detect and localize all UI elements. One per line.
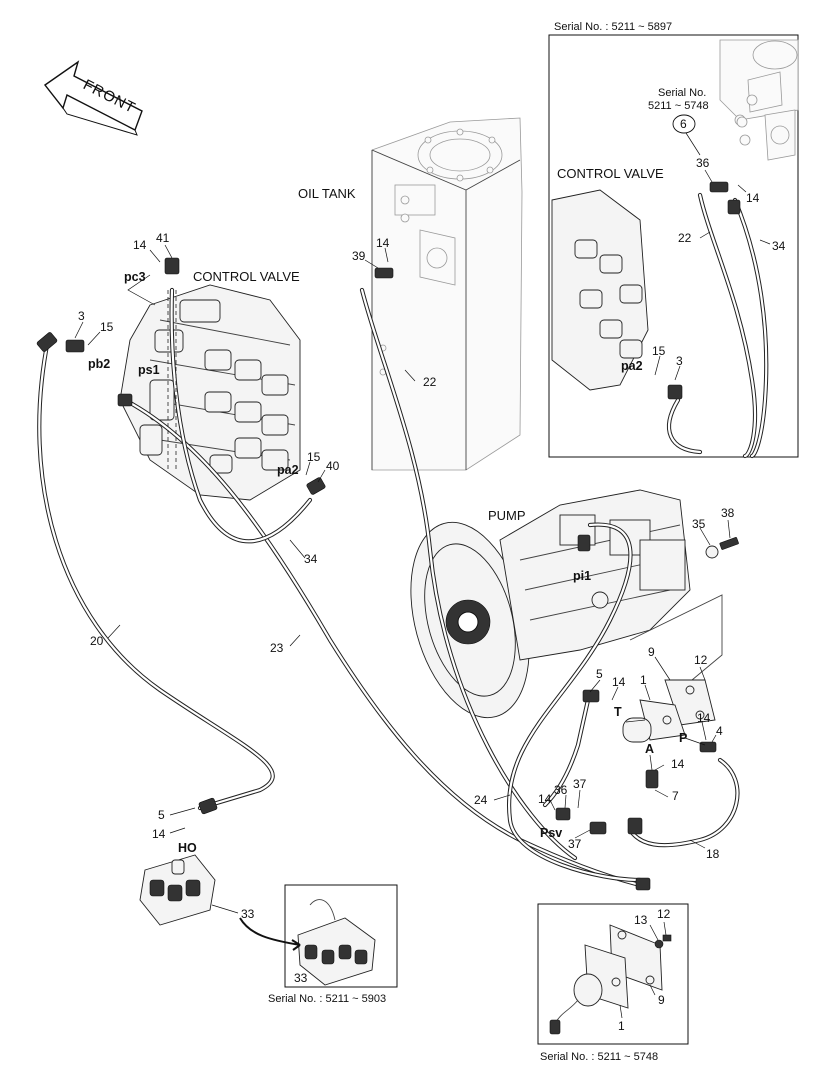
control-valve-label: CONTROL VALVE (193, 269, 300, 284)
part-num-36: 36 (554, 783, 568, 797)
part-num-5: 5 (158, 808, 165, 822)
leader-lines (74, 244, 731, 914)
port-a: A (645, 742, 654, 756)
inset-bl-serial-footer: Serial No. : 5211 ~ 5903 (268, 993, 386, 1005)
inset-br-serial-footer: Serial No. : 5211 ~ 5748 (540, 1051, 658, 1063)
pilot-valve-33 (139, 854, 216, 926)
inset-top-right: Serial No. : 5211 ~ 5897 Serial No. 5211… (548, 21, 799, 459)
part-num-14: 14 (152, 827, 166, 841)
part-num-37: 37 (568, 837, 582, 851)
inset-tr-part-34: 34 (772, 239, 786, 253)
part-num-15: 15 (100, 320, 114, 334)
inset-tr-part-22: 22 (678, 231, 692, 245)
part-num-20: 20 (90, 634, 104, 648)
part-num-3: 3 (78, 309, 85, 323)
part-num-14: 14 (671, 757, 685, 771)
inset-bottom-right: 13 12 9 1 Serial No. : 5211 ~ 5748 (537, 903, 689, 1063)
oil-tank-drawing: OIL TANK (298, 117, 523, 471)
inset-tr-circled-ref: 6 (680, 117, 687, 131)
part-num-14: 14 (612, 675, 626, 689)
port-pi1: pi1 (573, 569, 591, 583)
part-num-23: 23 (270, 641, 284, 655)
port-pa2: pa2 (277, 463, 299, 477)
part-num-41: 41 (156, 231, 170, 245)
port-t: T (614, 705, 622, 719)
inset-br-part-1: 1 (618, 1019, 625, 1033)
part-num-39: 39 (352, 249, 366, 263)
fittings (36, 257, 739, 891)
part-num-37: 37 (573, 777, 587, 791)
inset-tr-serial-header: Serial No. : 5211 ~ 5897 (554, 21, 672, 33)
port-labels: pc3 pb2 ps1 pa2 pi1 HO Psv T P A (88, 270, 687, 855)
inset-bl-part-33: 33 (294, 971, 308, 985)
port-ho: HO (178, 841, 197, 855)
inset-br-part-9: 9 (658, 993, 665, 1007)
inset-tr-part-3: 3 (676, 354, 683, 368)
front-direction-arrow: FRONT (43, 60, 143, 136)
part-num-14: 14 (538, 792, 552, 806)
part-num-22: 22 (423, 375, 437, 389)
port-psv: Psv (540, 826, 562, 840)
part-num-7: 7 (672, 789, 679, 803)
part-num-12: 12 (694, 653, 708, 667)
solenoid-valve-assembly (622, 679, 716, 743)
part-num-14: 14 (697, 711, 711, 725)
inset-tr-part-36: 36 (696, 156, 710, 170)
port-p: P (679, 731, 687, 745)
inset-tr-note-serial-range: 5211 ~ 5748 (648, 100, 709, 112)
inset-bottom-left: 33 Serial No. : 5211 ~ 5903 (239, 884, 398, 1005)
part-num-40: 40 (326, 459, 340, 473)
control-valve-drawing: CONTROL VALVE (119, 269, 301, 501)
inset-br-part-12: 12 (657, 907, 671, 921)
part-num-14: 14 (376, 236, 390, 250)
part-num-4: 4 (716, 724, 723, 738)
part-num-38: 38 (721, 506, 735, 520)
inset-tr-note-serial-title: Serial No. (658, 87, 706, 99)
part-num-15: 15 (307, 450, 321, 464)
pump-drawing: PUMP (410, 489, 723, 719)
part-num-9: 9 (648, 645, 655, 659)
inset-tr-port-pa2: pa2 (621, 359, 643, 373)
port-ps1: ps1 (138, 363, 160, 377)
pump-label: PUMP (488, 508, 526, 523)
part-num-5: 5 (596, 667, 603, 681)
inset-tr-control-valve-label: CONTROL VALVE (557, 166, 664, 181)
oil-tank-label: OIL TANK (298, 186, 356, 201)
part-number-labels: 14 41 3 15 39 14 22 15 40 34 20 23 38 35… (78, 231, 735, 921)
part-num-33: 33 (241, 907, 255, 921)
part-num-24: 24 (474, 793, 488, 807)
part-num-14: 14 (133, 238, 147, 252)
inset-tr-part-14: 14 (746, 191, 760, 205)
hoses (37, 287, 740, 888)
port-pc3: pc3 (124, 270, 146, 284)
part-num-35: 35 (692, 517, 706, 531)
part-num-34: 34 (304, 552, 318, 566)
part-num-1: 1 (640, 673, 647, 687)
inset-br-part-13: 13 (634, 913, 648, 927)
inset-tr-part-15: 15 (652, 344, 666, 358)
port-pb2: pb2 (88, 357, 110, 371)
part-num-18: 18 (706, 847, 720, 861)
